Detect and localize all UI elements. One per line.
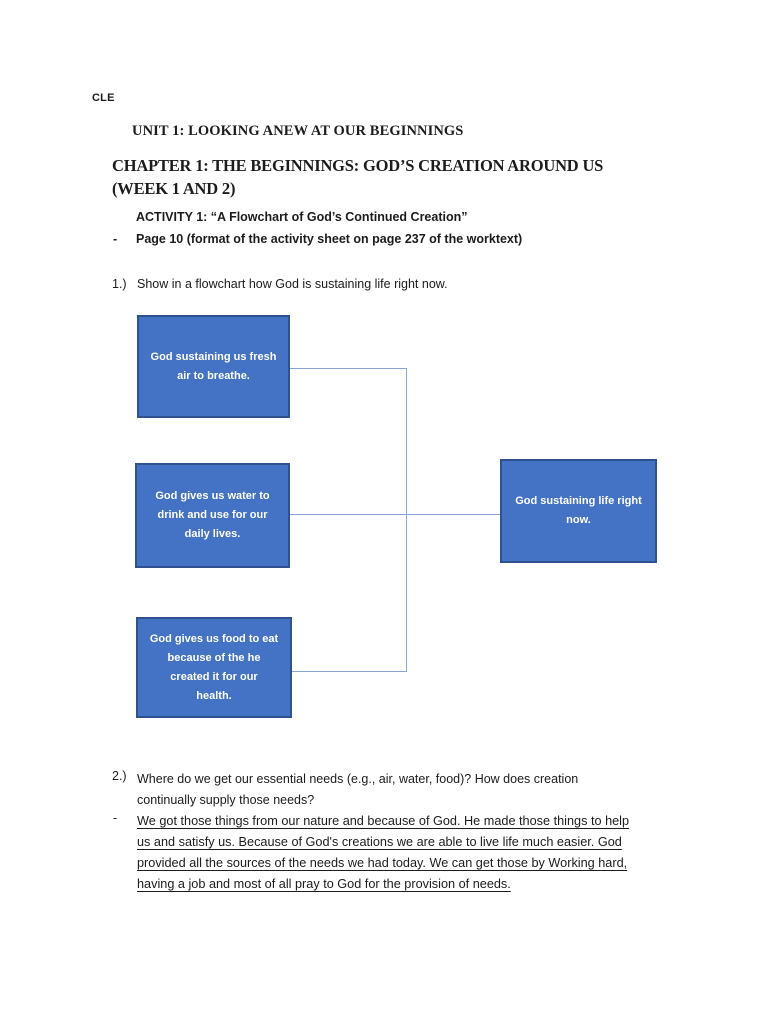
flowchart-box-food-text: God gives us food to eat because of the … <box>149 632 279 702</box>
connector-box1-horizontal <box>290 368 407 369</box>
connector-box2-horizontal <box>290 514 500 515</box>
connector-vertical <box>406 368 407 672</box>
question-1-number: 1.) <box>112 277 127 291</box>
flowchart-box-food: God gives us food to eat because of the … <box>136 617 292 718</box>
activity-title: ACTIVITY 1: “A Flowchart of God’s Contin… <box>136 210 468 224</box>
answer-text: We got those things from our nature and … <box>137 814 630 891</box>
flowchart-box-result-text: God sustaining life right now. <box>515 495 642 526</box>
page-note: Page 10 (format of the activity sheet on… <box>136 232 523 246</box>
chapter-title: CHAPTER 1: THE BEGINNINGS: GOD’S CREATIO… <box>112 156 604 198</box>
unit-title: UNIT 1: LOOKING ANEW AT OUR BEGINNINGS <box>132 123 464 139</box>
page-note-bullet: - <box>113 232 118 246</box>
question-1-text: Show in a flowchart how God is sustainin… <box>137 277 448 291</box>
course-code-label: CLE <box>92 92 115 104</box>
connector-box3-horizontal <box>292 671 407 672</box>
flowchart-box-air: God sustaining us fresh air to breathe. <box>137 315 290 418</box>
question-2-text: Where do we get our essential needs (e.g… <box>137 772 579 807</box>
flowchart-box-result: God sustaining life right now. <box>500 459 657 563</box>
flowchart-box-water-text: God gives us water to drink and use for … <box>155 490 270 540</box>
question-2-number: 2.) <box>112 769 127 783</box>
answer-bullet: - <box>113 811 118 825</box>
flowchart-box-water: God gives us water to drink and use for … <box>135 463 290 568</box>
flowchart-box-air-text: God sustaining us fresh air to breathe. <box>150 350 277 382</box>
